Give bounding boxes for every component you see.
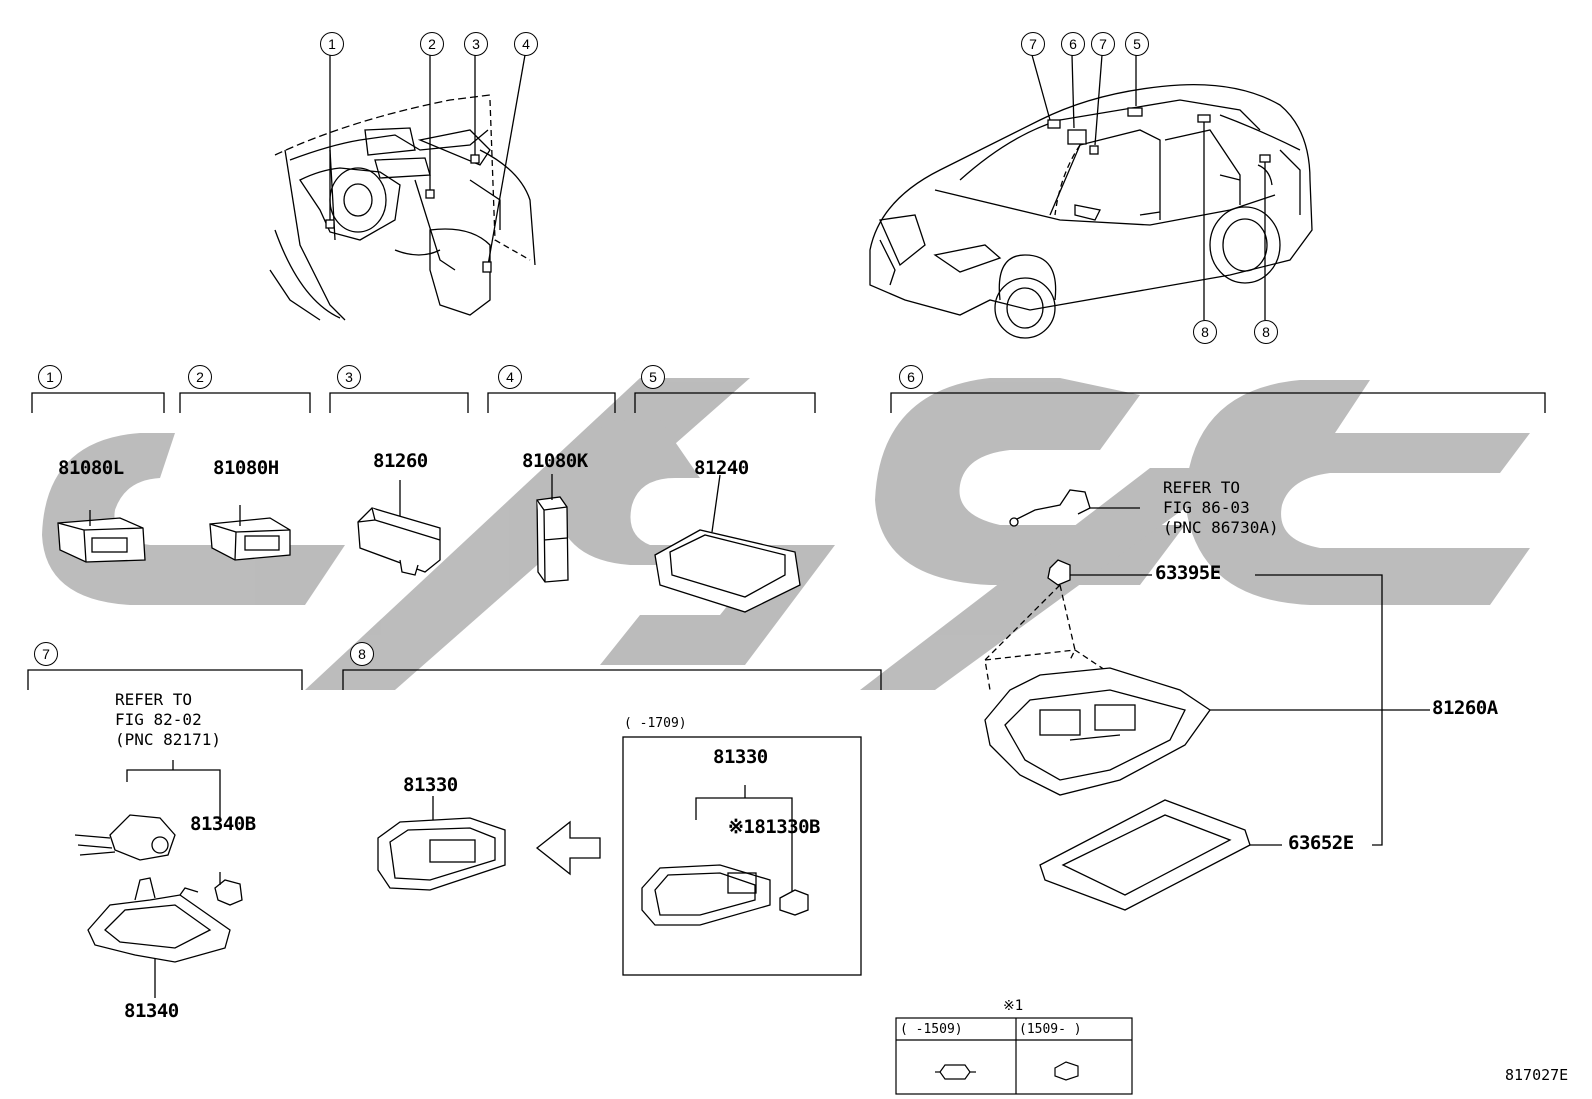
label-81340[interactable]: 81340 xyxy=(124,1000,179,1022)
callout-1-dashboard: 1 xyxy=(320,32,344,56)
note-table-col1: ( -1509) xyxy=(900,1022,963,1037)
callout-2-dashboard: 2 xyxy=(420,32,444,56)
part-81080H-drawing xyxy=(209,505,291,561)
label-81330B[interactable]: ※181330B xyxy=(728,816,821,838)
label-81260[interactable]: 81260 xyxy=(373,450,428,472)
callout-6-car: 6 xyxy=(1061,32,1085,56)
car-leaders xyxy=(1031,54,1266,320)
label-81340B[interactable]: 81340B xyxy=(190,813,256,835)
callout-7-car-b: 7 xyxy=(1091,32,1115,56)
label-81330-box[interactable]: 81330 xyxy=(713,746,768,768)
label-63652E[interactable]: 63652E xyxy=(1288,832,1354,854)
section-6-number: 6 xyxy=(899,365,923,389)
dashboard-illustration xyxy=(269,94,536,321)
callout-5-car: 5 xyxy=(1125,32,1149,56)
car-illustration xyxy=(869,84,1313,339)
refer-fig86-line3: (PNC 86730A) xyxy=(1163,518,1279,537)
note-table-title: ※1 xyxy=(1003,998,1024,1014)
callout-7-car-a: 7 xyxy=(1021,32,1045,56)
part-81260-drawing xyxy=(357,480,441,576)
section-2-number: 2 xyxy=(188,365,212,389)
diagram-id: 817027E xyxy=(1505,1066,1569,1084)
refer-fig86-line1: REFER TO xyxy=(1163,478,1241,497)
label-81240[interactable]: 81240 xyxy=(694,457,749,479)
refer-note-fig82[interactable]: REFER TO FIG 82-02 (PNC 82171) xyxy=(115,690,221,750)
section6-drawing xyxy=(984,489,1430,911)
callout-4-dashboard: 4 xyxy=(514,32,538,56)
note-table-col2: (1509- ) xyxy=(1019,1022,1082,1037)
refer-fig82-line3: (PNC 82171) xyxy=(115,730,221,749)
section8-drawing xyxy=(377,736,862,976)
callout-8-car-a: 8 xyxy=(1193,320,1217,344)
label-81080K[interactable]: 81080K xyxy=(522,450,588,472)
label-81330-left[interactable]: 81330 xyxy=(403,774,458,796)
callout-8-car-b: 8 xyxy=(1254,320,1278,344)
note-table xyxy=(895,1017,1133,1095)
refer-fig82-line2: FIG 82-02 xyxy=(115,710,202,729)
label-81080H[interactable]: 81080H xyxy=(213,457,279,479)
callout-3-dashboard: 3 xyxy=(464,32,488,56)
label-81260A[interactable]: 81260A xyxy=(1432,697,1498,719)
section-7-number: 7 xyxy=(34,642,58,666)
section-1-number: 1 xyxy=(38,365,62,389)
section-brackets xyxy=(27,392,1546,690)
refer-note-fig86[interactable]: REFER TO FIG 86-03 (PNC 86730A) xyxy=(1163,478,1279,538)
refer-fig82-line1: REFER TO xyxy=(115,690,193,709)
dashboard-leaders xyxy=(325,54,526,273)
section-8-number: 8 xyxy=(350,642,374,666)
part-81080K-drawing xyxy=(536,474,569,583)
section-3-number: 3 xyxy=(337,365,361,389)
date-range-header: ( -1709) xyxy=(624,716,687,731)
car-roof-parts xyxy=(1047,107,1271,163)
part-81240-drawing xyxy=(654,474,801,613)
label-63395E[interactable]: 63395E xyxy=(1155,562,1221,584)
section-5-number: 5 xyxy=(641,365,665,389)
part-81080L-drawing xyxy=(57,510,146,563)
section-4-number: 4 xyxy=(498,365,522,389)
section7-drawing xyxy=(74,760,243,998)
refer-fig86-line2: FIG 86-03 xyxy=(1163,498,1250,517)
label-81080L[interactable]: 81080L xyxy=(58,457,124,479)
